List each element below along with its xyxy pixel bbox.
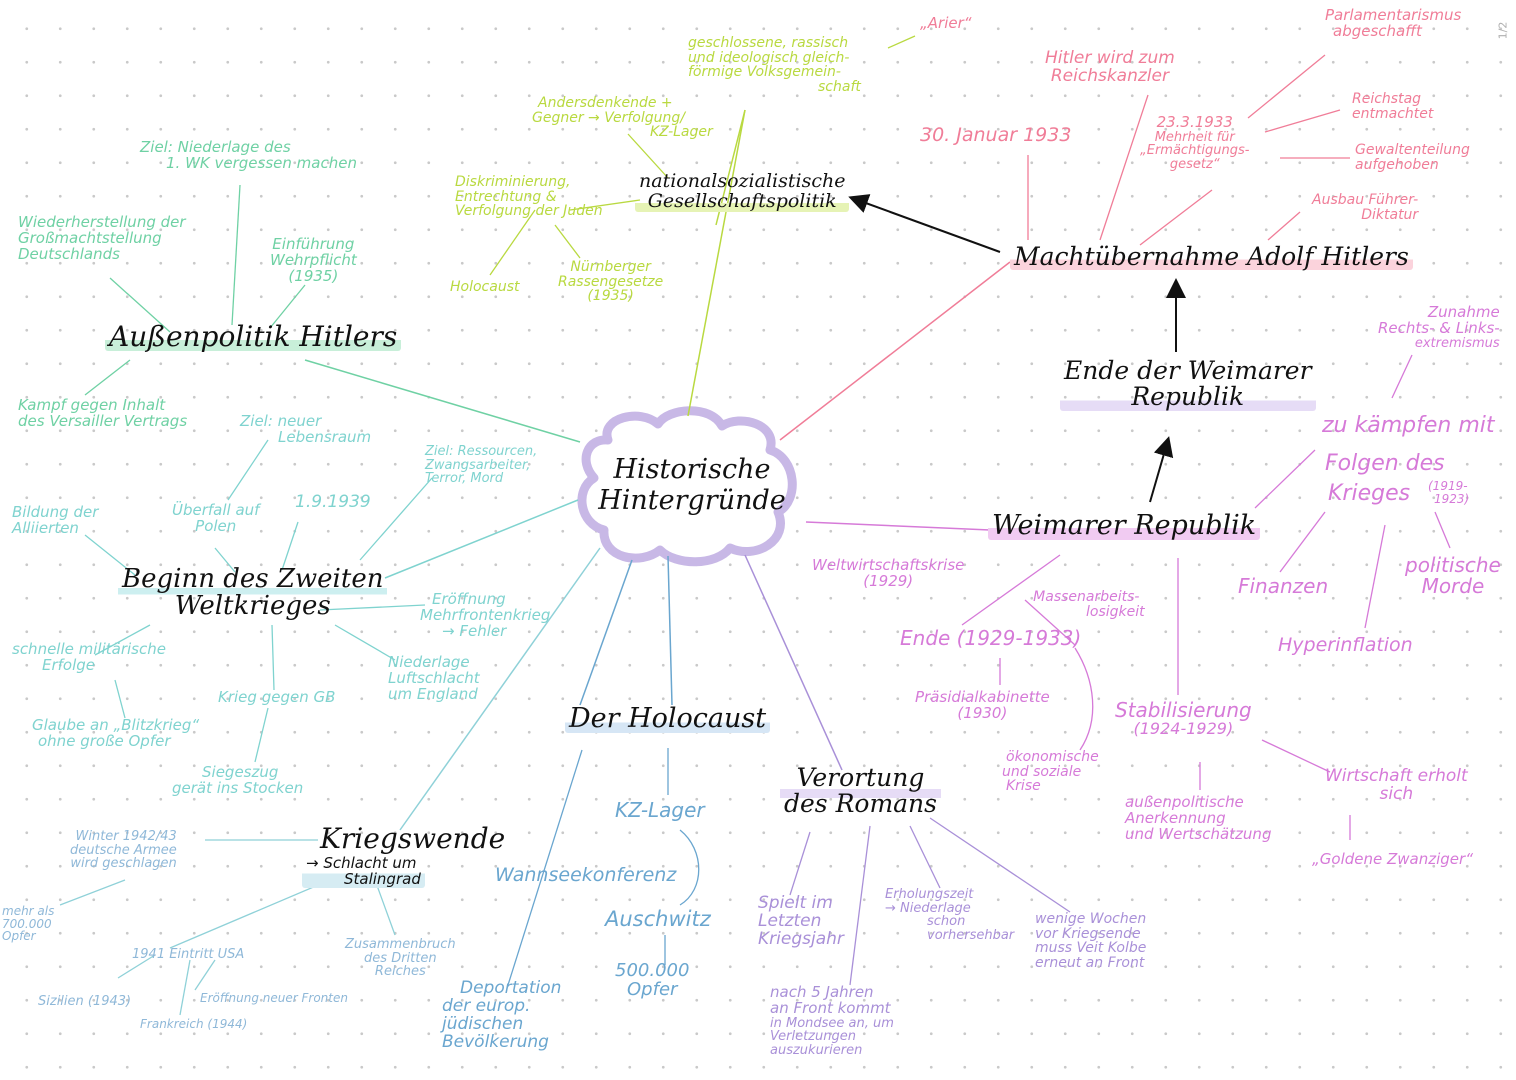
holocaust-auschwitz: Auschwitz — [605, 907, 711, 931]
kriegswende-title[interactable]: Kriegswende — [320, 822, 506, 855]
holocaust-wannsee: Wannseekonferenz — [495, 864, 677, 886]
weimar-massenarbeit: Massenarbeits-losigkeit — [1033, 589, 1145, 620]
weltkrieg-ziel-ressourcen: Ziel: Ressourcen,Zwangsarbeiter,Terror, … — [425, 444, 538, 487]
weltkrieg-datum: 1.9.1939 — [295, 492, 371, 512]
weimar-ende: Ende (1929-1933) — [900, 626, 1082, 650]
center-title-line2: Hintergründe — [598, 485, 786, 517]
branch-holocaust — [667, 555, 673, 706]
branch-weltkrieg — [384, 499, 579, 579]
page-number: 1/2 — [1496, 21, 1510, 40]
weimar-zwanziger: „Goldene Zwanziger“ — [1312, 850, 1473, 868]
arrows — [848, 194, 1186, 503]
ns-andersdenkende: Andersdenkende +Gegner → Verfolgung/KZ-L… — [532, 95, 713, 141]
branch-holocaust-2 — [579, 559, 633, 706]
holocaust-title[interactable]: Der Holocaust — [565, 704, 771, 734]
ns-diskriminierung: Diskriminierung,Entrechtung &Verfolgung … — [455, 174, 603, 220]
pink-lines — [1027, 54, 1350, 246]
branch-roman — [744, 554, 843, 771]
weimar-folgen: Folgen des — [1325, 451, 1445, 476]
ns-arier: „Arier“ — [920, 14, 972, 32]
branch-aussenpolitik — [304, 359, 581, 443]
branch-weimar — [805, 521, 991, 531]
weimar-praesidial: Präsidialkabinette(1930) — [915, 688, 1050, 722]
center-title-line1: Historische — [613, 454, 771, 485]
aussenpolitik-title[interactable]: Außenpolitik Hitlers — [105, 322, 402, 351]
kriegswende-frankreich: Frankreich (1944) — [140, 1017, 248, 1031]
weimar-krieges: Krieges — [1328, 481, 1411, 506]
weimar-krieges-jahre: (1919-1923) — [1428, 479, 1470, 506]
macht-title[interactable]: Machtübernahme Adolf Hitlers — [1010, 243, 1413, 271]
weimar-weltwirtschaftskrise: Weltwirtschaftskrise(1929) — [812, 556, 965, 590]
ns-holocaust: Holocaust — [450, 279, 520, 295]
macht-datum: 30. Januar 1933 — [920, 124, 1072, 146]
lime-lines — [489, 35, 916, 276]
weimar-title[interactable]: Weimarer Republik — [988, 511, 1261, 541]
center-title: Historische Hintergründe — [574, 454, 810, 516]
macht-fuehrer: Ausbau Führer-Diktatur — [1312, 192, 1419, 223]
weimar-stabilisierung: Stabilisierung(1924-1929) — [1115, 698, 1252, 738]
blue-lines — [507, 748, 700, 986]
branch-ns — [687, 109, 746, 417]
holocaust-kz: KZ-Lager — [615, 798, 705, 822]
kriegswende-lines — [59, 839, 396, 1016]
weltkrieg-glaube: Glaube an „Blitzkrieg“ohne große Opfer — [32, 716, 200, 750]
weltkrieg-krieg-gb: Krieg gegen GB — [218, 688, 336, 706]
center-cloud — [577, 406, 797, 567]
weimar-finanzen: Finanzen — [1238, 574, 1329, 598]
center-node[interactable]: Historische Hintergründe — [574, 414, 810, 564]
main-branches — [304, 109, 1011, 831]
kriegswende-fronten: Eröffnung neuer Fronten — [200, 991, 348, 1005]
branch-kriegswende — [399, 547, 601, 831]
kriegswende-usa: 1941 Eintritt USA — [132, 947, 245, 962]
weimar-hyperinflation: Hyperinflation — [1278, 634, 1413, 656]
kriegswende-sizilien: Sizilien (1943) — [38, 994, 132, 1009]
purple-lines — [789, 817, 1071, 986]
magenta-lines — [961, 354, 1451, 840]
branch-macht — [779, 261, 1011, 441]
weimar-kaempfen: zu kämpfen mit — [1322, 413, 1495, 438]
